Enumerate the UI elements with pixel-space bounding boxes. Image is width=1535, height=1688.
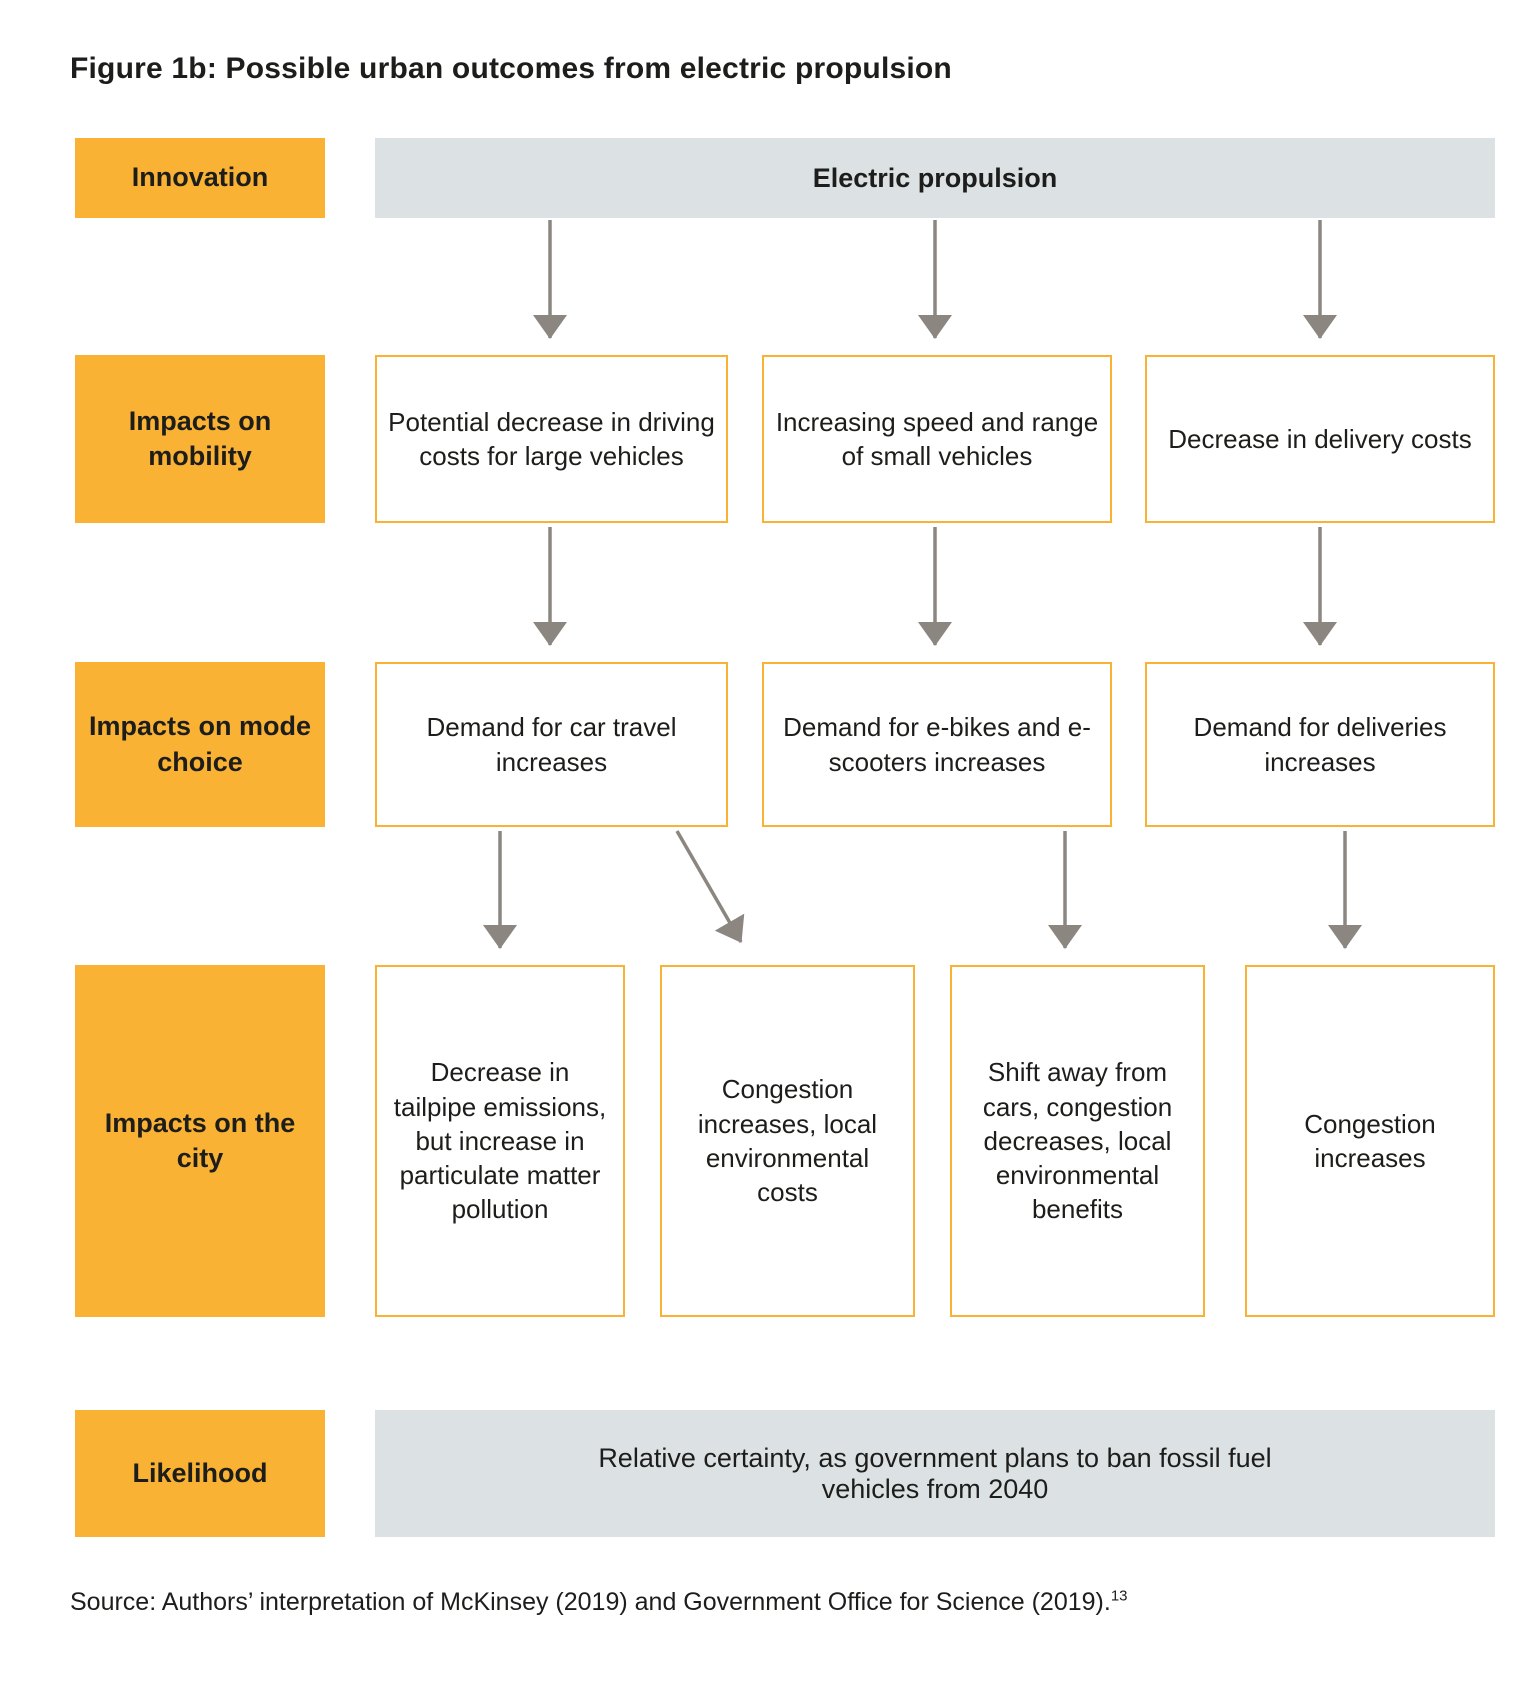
row-label-likelihood: Likelihood bbox=[75, 1410, 325, 1537]
row-label-impacts-on-mode-choice-text: Impacts on mode choice bbox=[88, 711, 312, 777]
box-city-tailpipe-emissions-text: Decrease in tailpipe emissions, but incr… bbox=[393, 1057, 607, 1225]
box-city-congestion-increases: Congestion increases bbox=[1245, 965, 1495, 1317]
innovation-banner: Electric propulsion bbox=[375, 138, 1495, 218]
row-label-impacts-on-mobility: Impacts on mobility bbox=[75, 355, 325, 523]
box-mode-car-travel-text: Demand for car travel increases bbox=[426, 712, 677, 777]
box-mobility-driving-costs: Potential decrease in driving costs for … bbox=[375, 355, 728, 523]
box-mode-deliveries-text: Demand for deliveries increases bbox=[1193, 712, 1447, 777]
box-mobility-delivery-costs-text: Decrease in delivery costs bbox=[1168, 423, 1472, 454]
likelihood-banner-text: Relative certainty, as government plans … bbox=[598, 1442, 1272, 1504]
box-city-congestion-increases-text: Congestion increases bbox=[1304, 1108, 1436, 1173]
box-city-tailpipe-emissions: Decrease in tailpipe emissions, but incr… bbox=[375, 965, 625, 1317]
box-mobility-speed-range-text: Increasing speed and range of small vehi… bbox=[775, 406, 1099, 471]
box-mode-deliveries: Demand for deliveries increases bbox=[1145, 662, 1495, 827]
box-mode-ebikes-escooters-text: Demand for e-bikes and e-scooters increa… bbox=[783, 712, 1091, 777]
row-label-impacts-on-the-city-text: Impacts on the city bbox=[104, 1107, 296, 1173]
source-line: Source: Authors’ interpretation of McKin… bbox=[70, 1588, 1128, 1617]
row-label-likelihood-text: Likelihood bbox=[132, 1457, 268, 1488]
box-city-shift-away-from-cars-text: Shift away from cars, congestion decreas… bbox=[982, 1057, 1173, 1225]
box-mode-ebikes-escooters: Demand for e-bikes and e-scooters increa… bbox=[762, 662, 1112, 827]
row-label-innovation: Innovation bbox=[75, 138, 325, 218]
source-text: Source: Authors’ interpretation of McKin… bbox=[70, 1588, 1111, 1616]
arrow-mode1-to-city2-diagonal bbox=[675, 830, 745, 943]
row-label-impacts-on-mode-choice: Impacts on mode choice bbox=[75, 662, 325, 827]
row-label-innovation-text: Innovation bbox=[131, 162, 269, 193]
box-city-shift-away-from-cars: Shift away from cars, congestion decreas… bbox=[950, 965, 1205, 1317]
box-city-congestion-env-costs-text: Congestion increases, local environmenta… bbox=[697, 1074, 878, 1208]
box-mobility-driving-costs-text: Potential decrease in driving costs for … bbox=[388, 406, 715, 471]
box-mode-car-travel: Demand for car travel increases bbox=[375, 662, 728, 827]
source-footnote-ref: 13 bbox=[1110, 1587, 1128, 1605]
row-label-impacts-on-the-city: Impacts on the city bbox=[75, 965, 325, 1317]
box-city-congestion-env-costs: Congestion increases, local environmenta… bbox=[660, 965, 915, 1317]
box-mobility-delivery-costs: Decrease in delivery costs bbox=[1145, 355, 1495, 523]
box-mobility-speed-range: Increasing speed and range of small vehi… bbox=[762, 355, 1112, 523]
innovation-banner-text: Electric propulsion bbox=[812, 162, 1058, 193]
figure-title: Figure 1b: Possible urban outcomes from … bbox=[70, 52, 952, 85]
row-label-impacts-on-mobility-text: Impacts on mobility bbox=[128, 405, 272, 471]
likelihood-banner: Relative certainty, as government plans … bbox=[375, 1410, 1495, 1537]
